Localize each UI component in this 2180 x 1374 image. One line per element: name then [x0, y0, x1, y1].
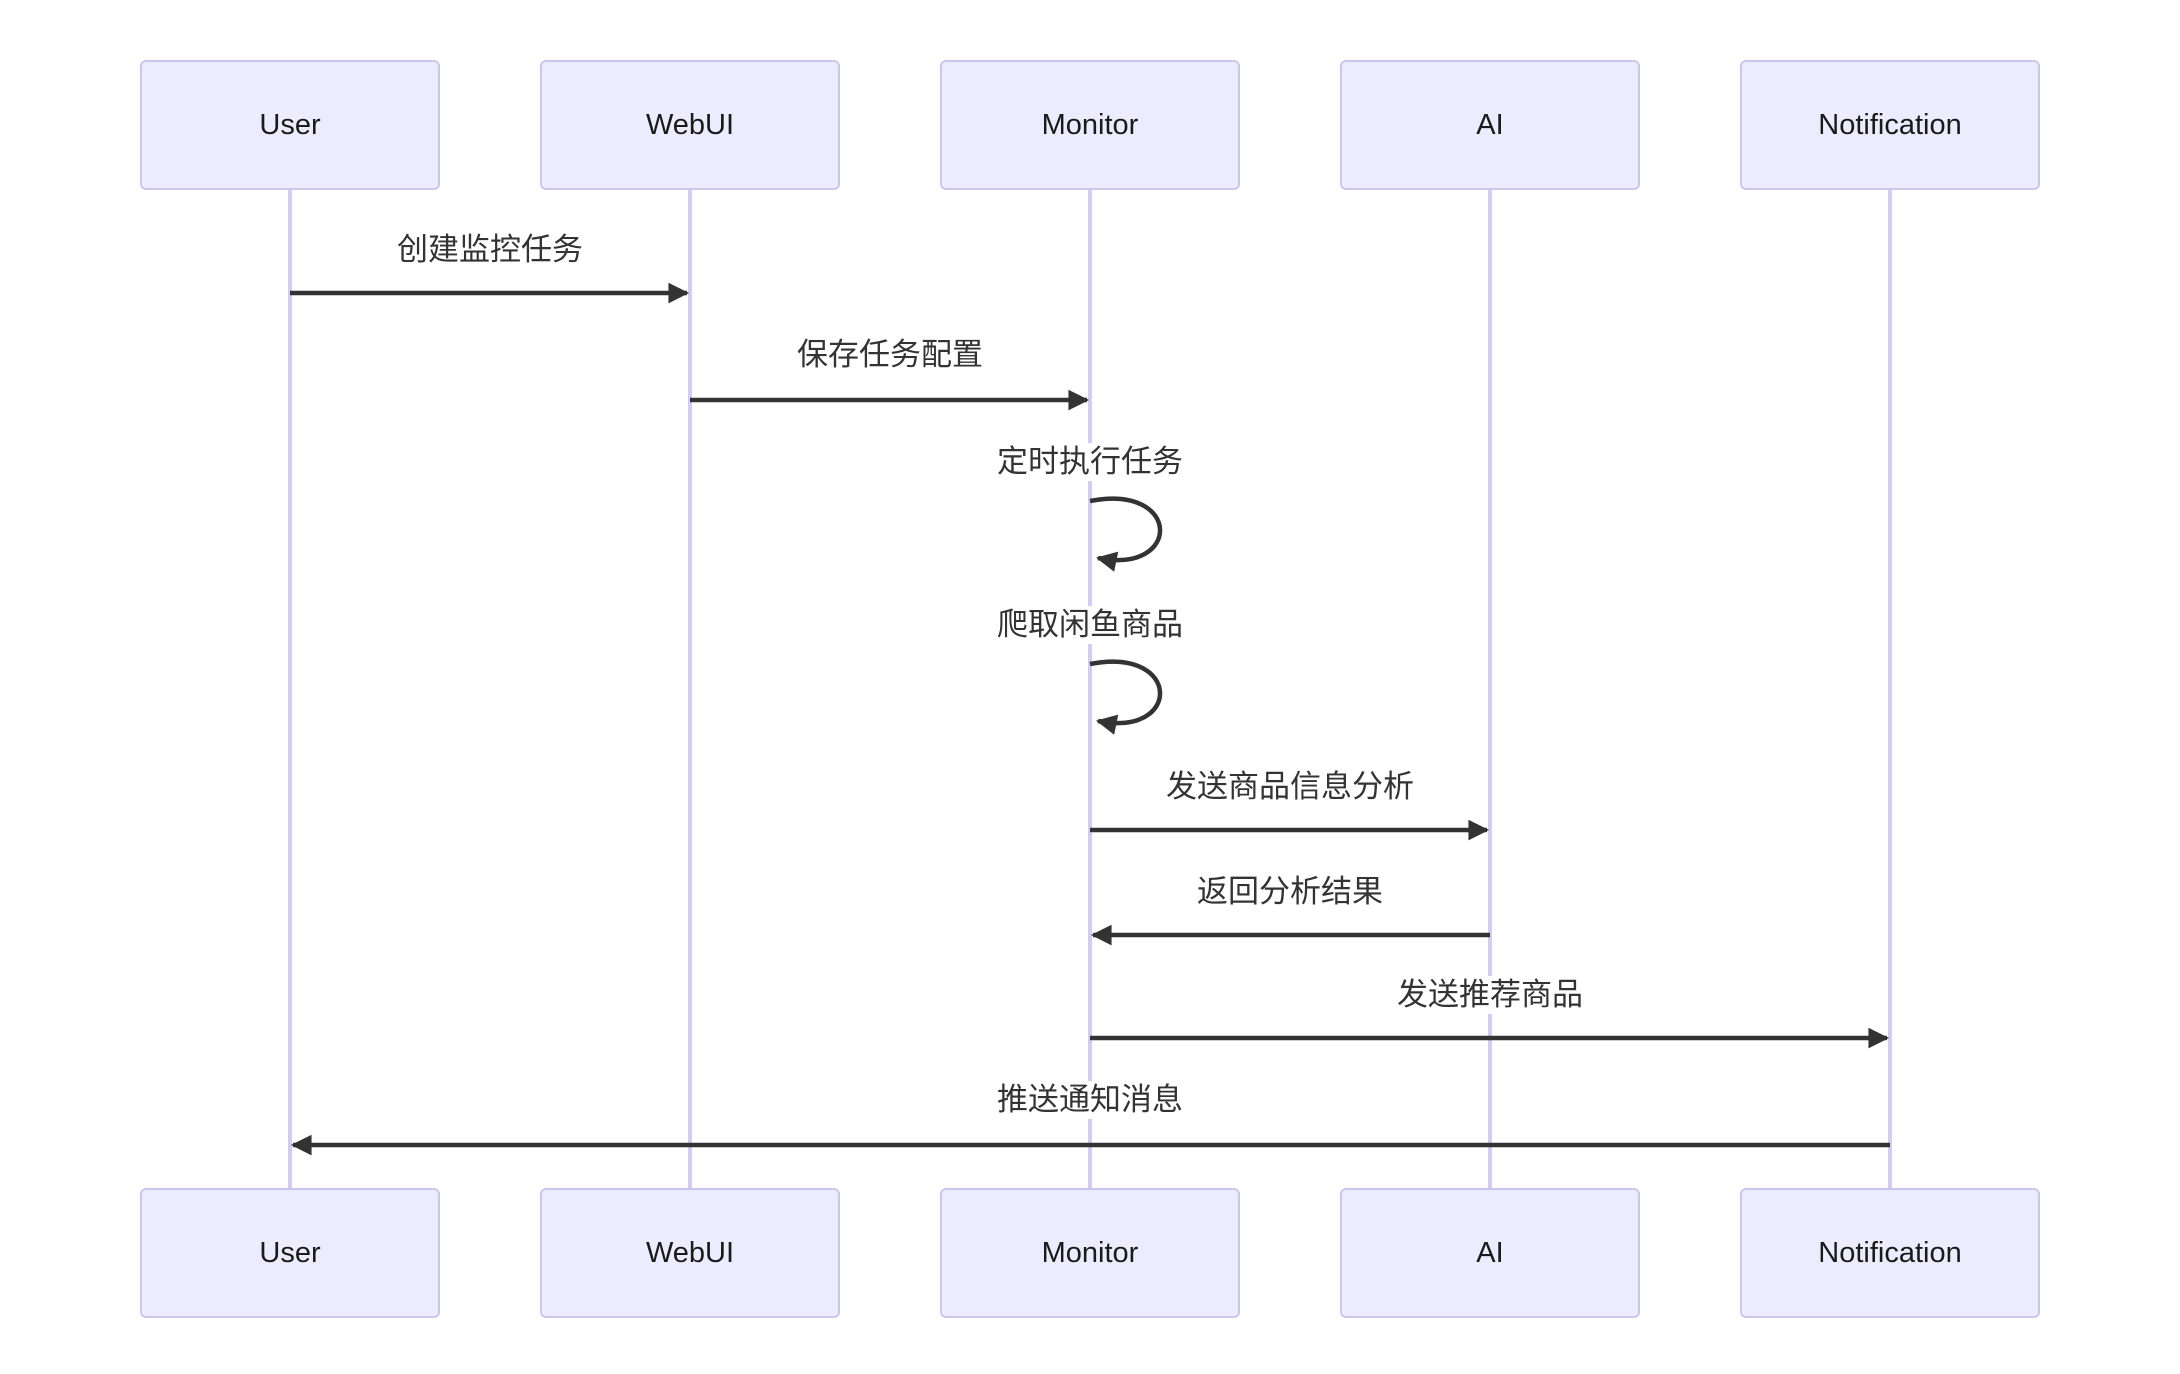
actor-label: Notification [1818, 1236, 1962, 1269]
actor-bottom-user: User [140, 1188, 440, 1318]
message-label-2: 保存任务配置 [791, 336, 989, 374]
actor-label: User [259, 108, 321, 141]
actor-top-user: User [140, 60, 440, 190]
actor-label: User [259, 1236, 321, 1269]
self-loop-3-monitor [1089, 496, 1163, 572]
message-label-1: 创建监控任务 [391, 231, 589, 269]
actor-top-monitor: Monitor [940, 60, 1240, 190]
message-label-7: 发送推荐商品 [1391, 976, 1589, 1014]
actor-top-ai: AI [1340, 60, 1640, 190]
message-label-3: 定时执行任务 [991, 443, 1189, 481]
actor-bottom-webui: WebUI [540, 1188, 840, 1318]
actor-bottom-monitor: Monitor [940, 1188, 1240, 1318]
self-loop-4-monitor [1089, 659, 1163, 735]
message-label-8: 推送通知消息 [991, 1081, 1189, 1119]
actor-label: WebUI [645, 108, 735, 141]
message-label-4: 爬取闲鱼商品 [991, 606, 1189, 644]
actor-label: AI [1476, 108, 1504, 141]
actor-top-notification: Notification [1740, 60, 2040, 190]
actor-label: AI [1476, 1236, 1504, 1269]
message-label-5: 发送商品信息分析 [1160, 768, 1420, 806]
actor-label: Monitor [1041, 108, 1139, 141]
actor-top-webui: WebUI [540, 60, 840, 190]
actor-label: Notification [1818, 108, 1962, 141]
actor-bottom-notification: Notification [1740, 1188, 2040, 1318]
message-label-6: 返回分析结果 [1191, 873, 1389, 911]
actor-label: WebUI [645, 1236, 735, 1269]
actor-label: Monitor [1041, 1236, 1139, 1269]
actor-bottom-ai: AI [1340, 1188, 1640, 1318]
